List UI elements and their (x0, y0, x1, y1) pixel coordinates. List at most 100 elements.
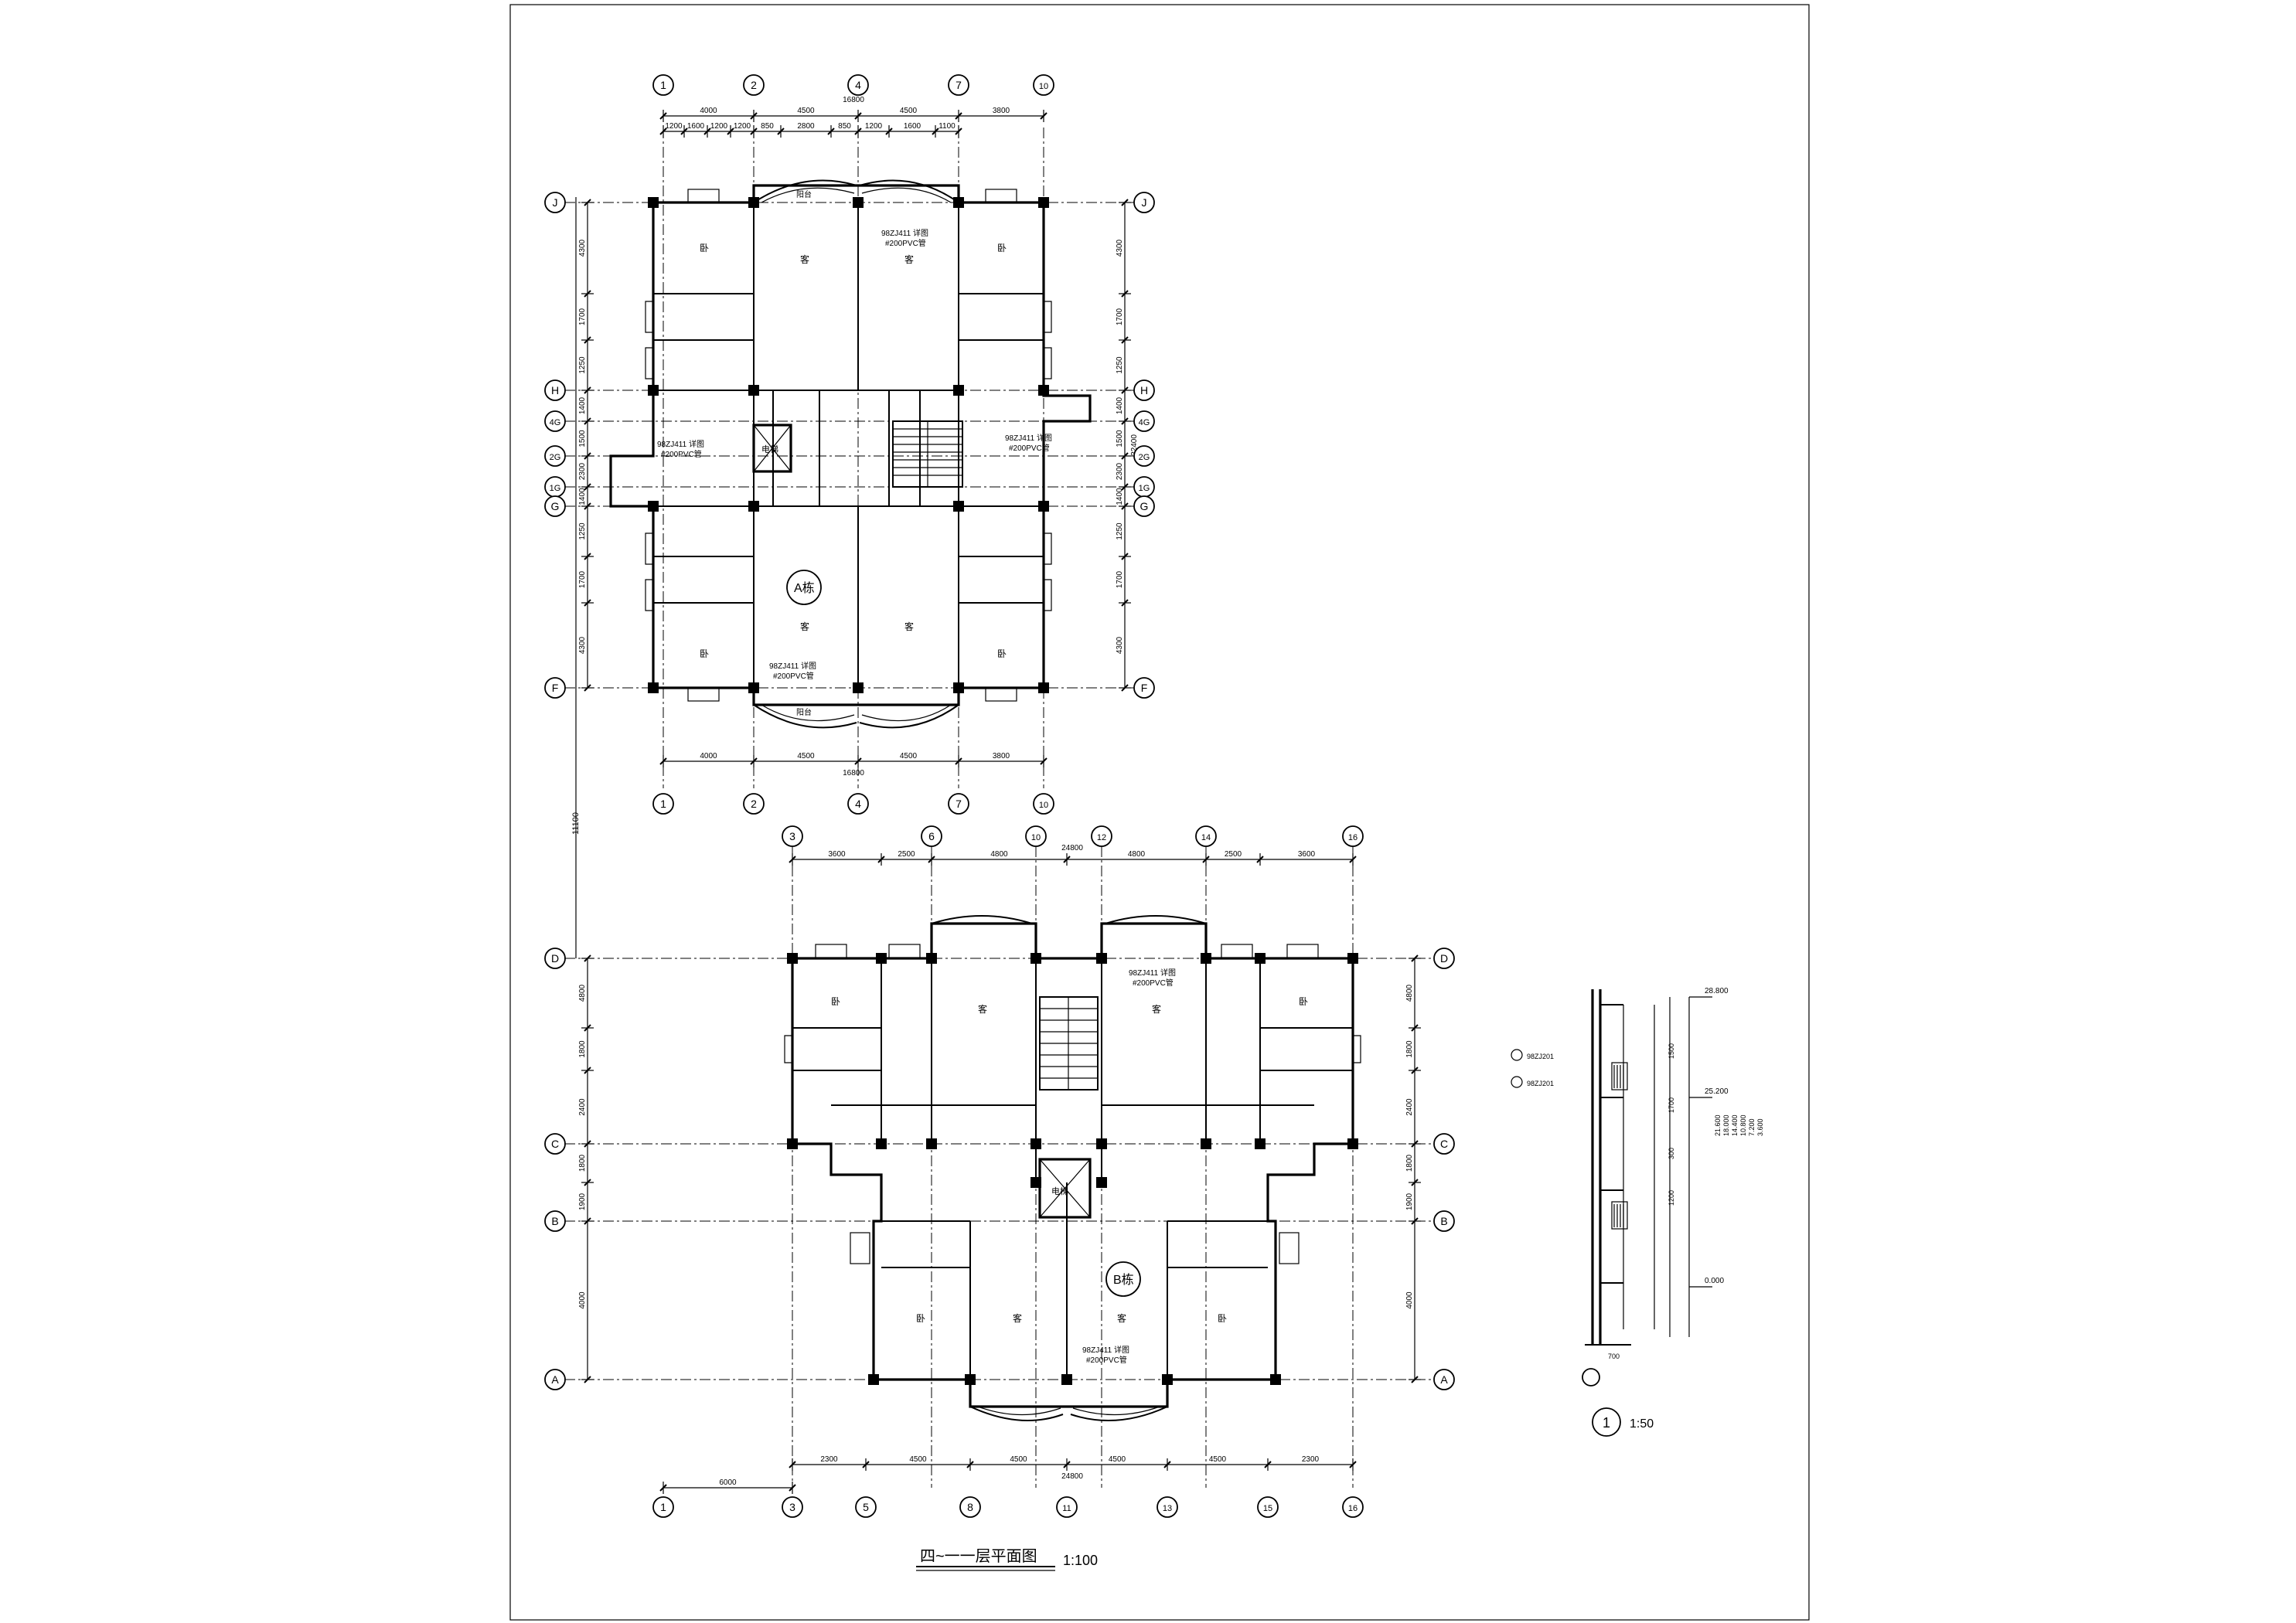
grid-bubble-a-bottom-text: 2 (751, 798, 757, 810)
svg-text:10.800: 10.800 (1739, 1114, 1747, 1136)
column (853, 197, 864, 208)
grid-bubble-b-bottom-text: 3 (789, 1501, 795, 1513)
column (648, 385, 659, 396)
building-a-side-total: 22400 (1130, 434, 1139, 456)
grid-bubble-b-top-text: 6 (928, 830, 935, 842)
grid-bubble-a-right (1133, 677, 1155, 699)
building-a-top-sub-dim: 1200 (734, 122, 751, 131)
grid-bubble-a-top (948, 74, 969, 96)
grid-bubble-a-top-text: 10 (1039, 82, 1048, 91)
building-a-plan: 电梯 卧 客 客 卧 卧 客 客 卧 阳台 阳台 98ZJ411 详图 #200… (544, 74, 1155, 815)
svg-text:7.200: 7.200 (1748, 1118, 1756, 1136)
column (1038, 385, 1049, 396)
column (787, 953, 798, 964)
grid-bubble-b-left (544, 1369, 566, 1390)
building-a-top-sub-dim: 1200 (865, 122, 883, 131)
svg-text:客: 客 (904, 253, 914, 265)
column (1030, 1138, 1041, 1149)
grid-bubble-a-right-text: H (1140, 384, 1148, 396)
grid-bubble-a-left (544, 379, 566, 401)
building-b-top-total: 24800 (1061, 844, 1083, 852)
building-a-bottom-dim: 4500 (900, 752, 918, 760)
svg-text:卧: 卧 (831, 996, 840, 1007)
grid-bubble-b-right-text: A (1440, 1373, 1448, 1386)
grid-bubble-a-bottom-text: 7 (956, 798, 962, 810)
grid-bubble-a-top (743, 74, 765, 96)
grid-bubble-a-left (544, 410, 566, 432)
grid-bubble-a-left (544, 192, 566, 213)
grid-bubble-a-top (652, 74, 674, 96)
grid-bubble-a-right-text: G (1140, 500, 1149, 512)
column (953, 197, 964, 208)
building-b-bottom-dim: 2300 (1302, 1455, 1320, 1464)
column (1201, 953, 1211, 964)
grid-bubble-b-top-text: 16 (1348, 833, 1358, 842)
svg-text:客: 客 (800, 621, 809, 632)
building-a-left-dim: 1250 (578, 356, 587, 374)
building-b-top-dim: 2500 (898, 850, 915, 859)
building-b-top-dim: 3600 (828, 850, 846, 859)
building-b-label: B栋 (1113, 1273, 1134, 1287)
building-a-bottom-dim: 3800 (993, 752, 1010, 760)
grid-bubble-b-top (1091, 825, 1112, 847)
building-b-left-extra-dim: 6000 (719, 1478, 737, 1487)
building-b-right-dim: 4000 (1405, 1291, 1414, 1309)
building-a-right-dim: 4300 (1116, 636, 1124, 654)
svg-text:0.000: 0.000 (1705, 1277, 1724, 1285)
grid-bubble-b-bottom (1342, 1496, 1364, 1518)
grid-bubble-a-left-text: 2G (550, 453, 561, 462)
building-a-left-dim: 1250 (578, 522, 587, 540)
svg-text:阳台: 阳台 (796, 707, 812, 717)
svg-text:98ZJ411 详图: 98ZJ411 详图 (769, 661, 816, 671)
column (1270, 1374, 1281, 1385)
column (1061, 1374, 1072, 1385)
svg-text:卧: 卧 (1218, 1313, 1227, 1324)
building-b-bottom-total: 24800 (1061, 1472, 1083, 1481)
building-b-top-dim: 4800 (1128, 850, 1146, 859)
building-b-right-dim: 1800 (1405, 1040, 1414, 1058)
building-b-top-dim: 2500 (1225, 850, 1242, 859)
building-b-right-dim: 4800 (1405, 984, 1414, 1002)
grid-bubble-b-top-text: 3 (789, 830, 795, 842)
grid-bubble-a-right-text: 2G (1139, 453, 1150, 462)
grid-bubble-b-bottom (1157, 1496, 1178, 1518)
grid-bubble-a-left-text: J (553, 196, 558, 209)
grid-bubble-b-top-text: 14 (1201, 833, 1211, 842)
svg-text:1200: 1200 (1667, 1190, 1675, 1206)
grid-bubble-a-right (1133, 410, 1155, 432)
building-a-top-dim: 4500 (797, 107, 815, 115)
building-a-top-sub-dim: 2800 (797, 122, 815, 131)
building-a-left-dim: 1700 (578, 308, 587, 325)
grid-bubble-b-bottom-text: 1 (660, 1501, 666, 1513)
building-b-left-dim: 1800 (578, 1040, 587, 1058)
svg-text:18.000: 18.000 (1722, 1114, 1730, 1136)
grid-bubble-b-right (1433, 1210, 1455, 1232)
building-b-bottom-dim: 4500 (1209, 1455, 1227, 1464)
svg-text:客: 客 (1117, 1312, 1126, 1324)
svg-text:#200PVC管: #200PVC管 (773, 671, 814, 681)
building-b-bottom-dim: 4500 (1010, 1455, 1027, 1464)
column (965, 1374, 976, 1385)
building-b-left-dim: 4000 (578, 1291, 587, 1309)
svg-text:28.800: 28.800 (1705, 987, 1729, 995)
grid-bubble-a-right-text: 1G (1139, 484, 1150, 493)
svg-text:卧: 卧 (1299, 996, 1308, 1007)
building-b-bottom-dim: 2300 (820, 1455, 838, 1464)
svg-text:3.600: 3.600 (1756, 1118, 1764, 1136)
building-b-right-dim: 2400 (1405, 1098, 1414, 1116)
building-a-top-dim: 4500 (900, 107, 918, 115)
grid-bubble-b-bottom (1056, 1496, 1078, 1518)
column (868, 1374, 879, 1385)
building-b-top-dim: 4800 (990, 850, 1008, 859)
building-a-right-dim: 1400 (1116, 396, 1124, 414)
column (748, 501, 759, 512)
grid-bubble-b-left-text: D (551, 952, 559, 965)
grid-bubble-a-left-text: G (551, 500, 560, 512)
building-a-elevator (752, 424, 792, 473)
svg-text:98ZJ411 详图: 98ZJ411 详图 (1082, 1345, 1129, 1355)
grid-bubble-a-bottom-text: 10 (1039, 801, 1048, 810)
grid-bubble-b-bottom (855, 1496, 877, 1518)
column (1030, 1177, 1041, 1188)
svg-text:电梯: 电梯 (1051, 1186, 1068, 1196)
